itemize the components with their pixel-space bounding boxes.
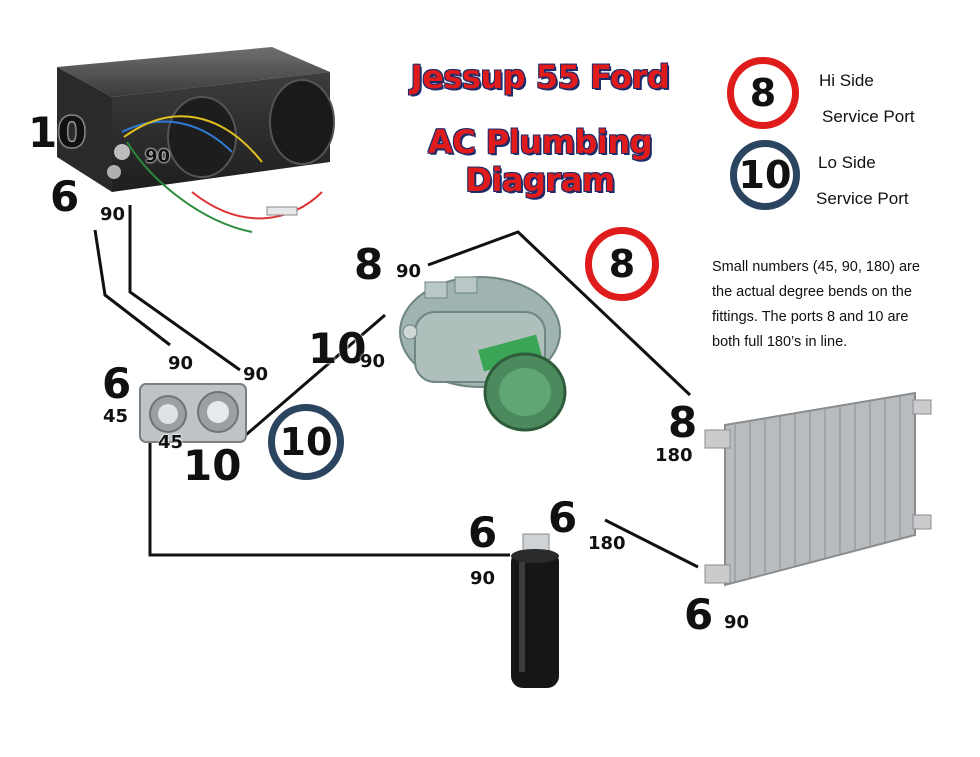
drier-port-6-left: 6 xyxy=(468,508,498,557)
block-port-6: 6 xyxy=(102,359,132,408)
legend-lo-side-label1: Lo Side xyxy=(818,153,876,172)
hose-compressor-to-condenser xyxy=(427,230,692,397)
hose-drier-to-block xyxy=(148,425,510,557)
drier-bend-180: 180 xyxy=(588,533,626,554)
drier-bend-90: 90 xyxy=(470,568,496,589)
page-title-line1: Jessup 55 Ford xyxy=(410,58,670,96)
block-bend-90-top-right: 90 xyxy=(243,364,269,385)
legend-hi-side-badge: 8 xyxy=(727,57,799,129)
condenser-port-8: 8 xyxy=(668,398,698,447)
compressor-bend-90-suction: 90 xyxy=(360,351,386,372)
lo-side-service-port-badge: 10 xyxy=(268,404,344,480)
condenser-image xyxy=(704,391,932,587)
block-bend-45-left: 45 xyxy=(103,406,129,427)
drier-port-6-right: 6 xyxy=(548,493,578,542)
hose-evap-to-block-right xyxy=(128,205,241,372)
hose-evap-to-block-left xyxy=(93,229,171,347)
evaporator-bend-90-bottom: 90 xyxy=(100,204,126,225)
evaporator-bend-90-right: 90 xyxy=(145,146,171,167)
page-title-line2: AC Plumbing Diagram xyxy=(428,123,653,199)
condenser-bend-90: 90 xyxy=(724,612,750,633)
block-bend-45-bottom: 45 xyxy=(158,432,184,453)
hi-side-service-port-badge: 8 xyxy=(585,227,659,301)
expansion-block-image xyxy=(139,383,247,443)
condenser-bend-180: 180 xyxy=(655,445,693,466)
compressor-port-10: 10 xyxy=(308,324,367,373)
compressor-image xyxy=(399,276,567,432)
block-bend-90-top-left: 90 xyxy=(168,353,194,374)
compressor-port-8: 8 xyxy=(354,240,384,289)
evaporator-port-10: 10 xyxy=(28,108,87,157)
evaporator-port-6: 6 xyxy=(50,172,80,221)
legend-hi-side-label2: Service Port xyxy=(822,107,915,126)
compressor-bend-90-discharge: 90 xyxy=(396,261,422,282)
fitting-degree-note: Small numbers (45, 90, 180) are the actu… xyxy=(712,259,920,350)
hose-block-to-compressor xyxy=(239,313,386,442)
hose-condenser-to-drier xyxy=(604,518,699,569)
block-port-10: 10 xyxy=(183,441,242,490)
legend-hi-side-label1: Hi Side xyxy=(819,71,874,90)
legend-lo-side-badge: 10 xyxy=(730,140,800,210)
legend-lo-side-label2: Service Port xyxy=(816,189,909,208)
condenser-port-6: 6 xyxy=(684,590,714,639)
receiver-drier-image xyxy=(511,533,559,688)
evaporator-unit-image xyxy=(57,47,335,233)
